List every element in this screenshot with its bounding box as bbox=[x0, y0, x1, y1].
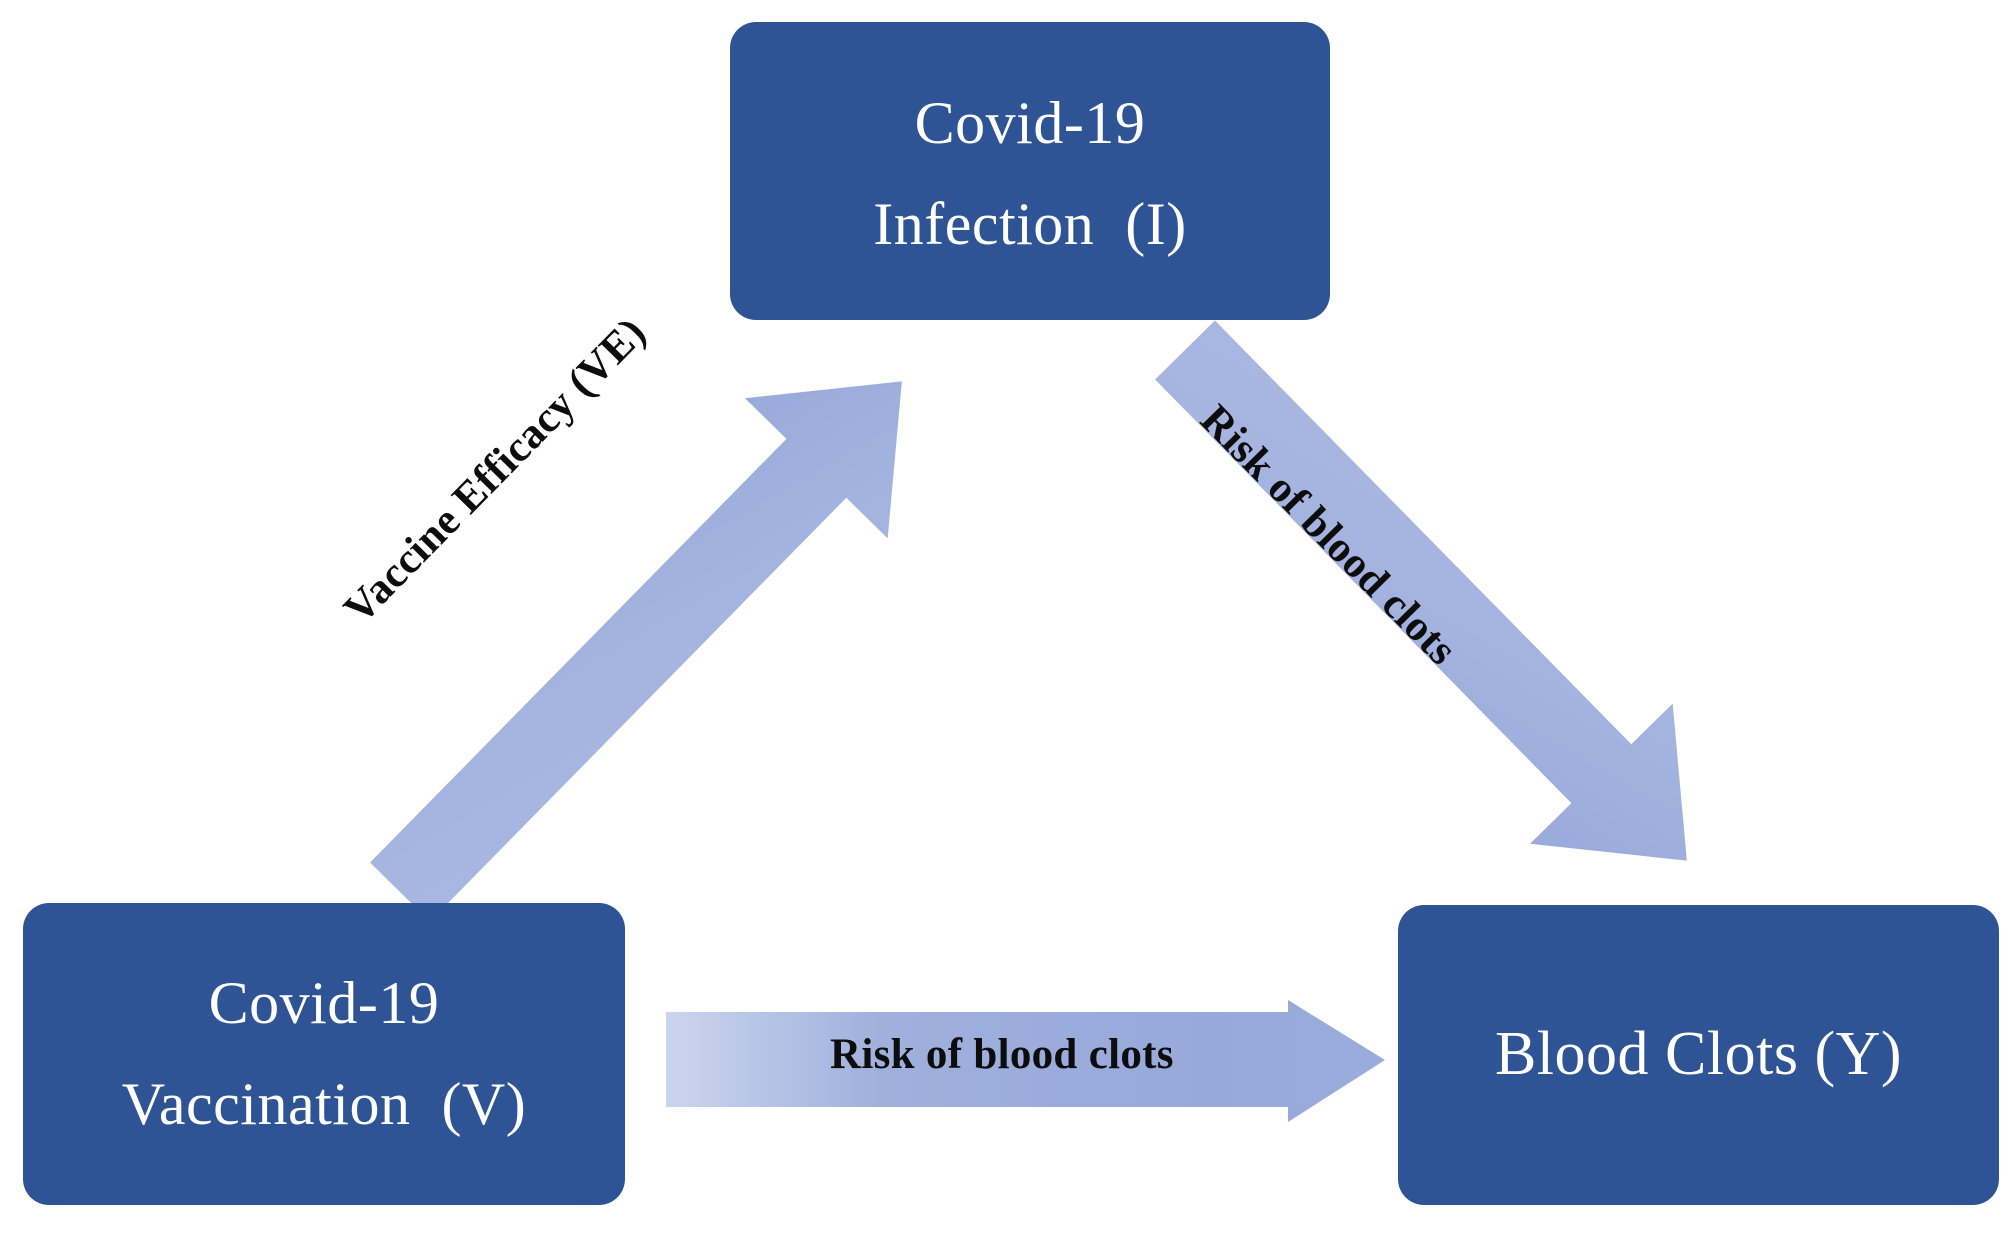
node-covid-infection[interactable]: Covid-19 Infection (I) bbox=[730, 22, 1330, 320]
node-covid-vaccination-line-2: Vaccination (V) bbox=[121, 1071, 527, 1137]
node-covid-vaccination[interactable]: Covid-19 Vaccination (V) bbox=[23, 903, 625, 1205]
edge-label-risk-of-blood-clots-vaccination: Risk of blood clots bbox=[830, 1031, 1174, 1078]
node-covid-infection-line-1: Covid-19 bbox=[914, 90, 1146, 157]
arrow-vaccination-to-clots bbox=[666, 1000, 1385, 1122]
node-covid-vaccination-line-1: Covid-19 bbox=[208, 970, 440, 1037]
node-covid-infection-line-2: Infection (I) bbox=[873, 191, 1187, 257]
arrow-infection-to-clots bbox=[1155, 320, 1687, 861]
node-blood-clots-line-1: Blood Clots (Y) bbox=[1494, 1020, 1903, 1089]
node-blood-clots[interactable]: Blood Clots (Y) bbox=[1398, 905, 1999, 1205]
arrow-vaccination-to-infection bbox=[370, 381, 902, 922]
